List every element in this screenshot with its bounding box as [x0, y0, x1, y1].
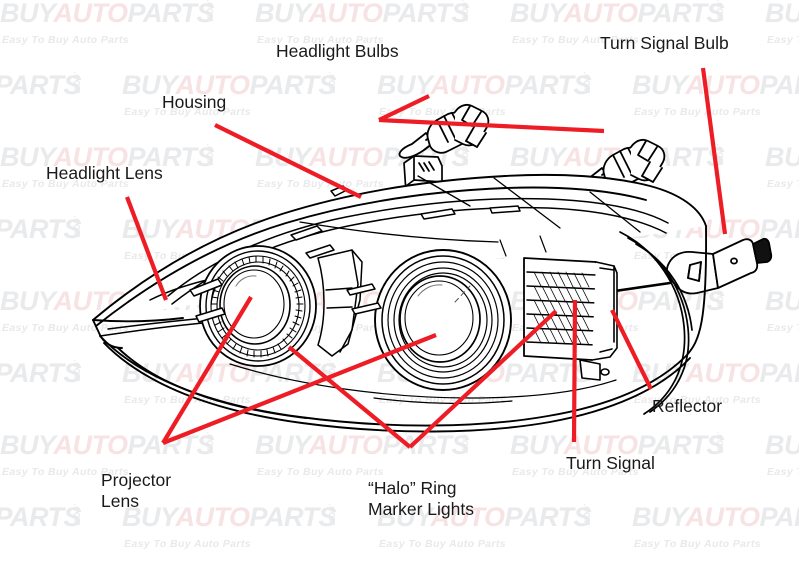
leader-halo-ring-left [287, 345, 412, 449]
label-reflector: Reflector [652, 396, 723, 416]
halo-ring-left [210, 255, 306, 357]
turn-signal-fins [526, 271, 599, 346]
leader-halo-ring-right [408, 309, 558, 449]
label-halo-ring: “Halo” Ring Marker Lights [368, 478, 475, 519]
leader-headlight-bulbs-left [378, 94, 430, 122]
leader-projector-lens-left [161, 295, 253, 445]
leader-headlight-lens [125, 196, 168, 301]
leader-housing [214, 123, 362, 199]
leader-reflector [610, 309, 653, 390]
turn-signal-section [523, 257, 618, 381]
reflector-bowl [619, 231, 693, 415]
leader-turn-signal-bulb [700, 67, 728, 235]
halo-ring-right [387, 261, 499, 379]
label-headlight-bulbs: Headlight Bulbs [276, 41, 399, 61]
label-turn-signal-bulb: Turn Signal Bulb [600, 33, 729, 53]
housing-center-divider [189, 244, 382, 357]
label-headlight-lens: Headlight Lens [46, 163, 163, 183]
leader-projector-lens-right [162, 333, 437, 445]
label-projector-lens: Projector Lens [101, 470, 172, 511]
label-housing: Housing [162, 92, 227, 112]
label-turn-signal: Turn Signal [566, 453, 655, 473]
leader-headlight-bulbs-right [378, 117, 605, 134]
turn-signal-hatch [533, 271, 590, 346]
leader-turn-signal [571, 299, 578, 443]
